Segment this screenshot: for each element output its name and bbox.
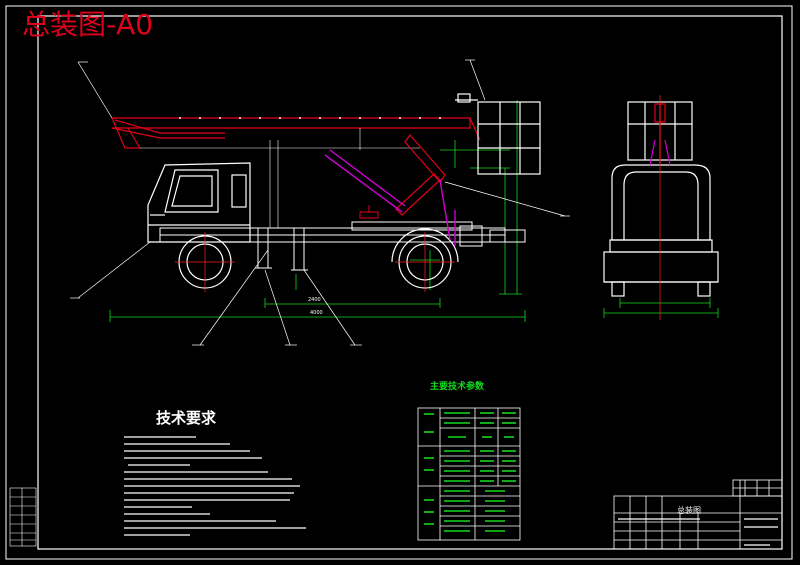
main-params-title: 主要技术参数 — [430, 382, 485, 392]
rear-view — [603, 95, 719, 320]
wheel-centerlines — [175, 232, 455, 292]
leader-lines — [70, 59, 570, 346]
params-table — [417, 407, 521, 541]
tech-requirements-title: 技术要求 — [156, 409, 217, 427]
work-platform — [455, 93, 541, 175]
side-view: 4000 2400 — [70, 59, 570, 346]
upper-boom — [111, 117, 471, 149]
hydraulic-cylinders — [324, 149, 456, 246]
tech-requirements-lines — [124, 436, 306, 536]
title-block-text-lines — [618, 518, 778, 546]
lower-boom — [395, 117, 481, 216]
turntable — [359, 205, 379, 219]
drawing-frame — [37, 15, 783, 550]
svg-text:4000: 4000 — [310, 310, 323, 316]
sheet-border — [5, 5, 793, 560]
side-revision-strip — [9, 487, 37, 547]
title-block — [613, 479, 783, 550]
chassis — [159, 221, 526, 271]
overlay-title: 总装图-A0 — [22, 8, 154, 41]
boom-pins — [140, 128, 420, 228]
boom-rivets — [179, 117, 441, 119]
truck-cab — [147, 162, 251, 243]
svg-text:2400: 2400 — [308, 297, 321, 303]
title-block-drawing-name: 总装图 — [677, 506, 701, 515]
